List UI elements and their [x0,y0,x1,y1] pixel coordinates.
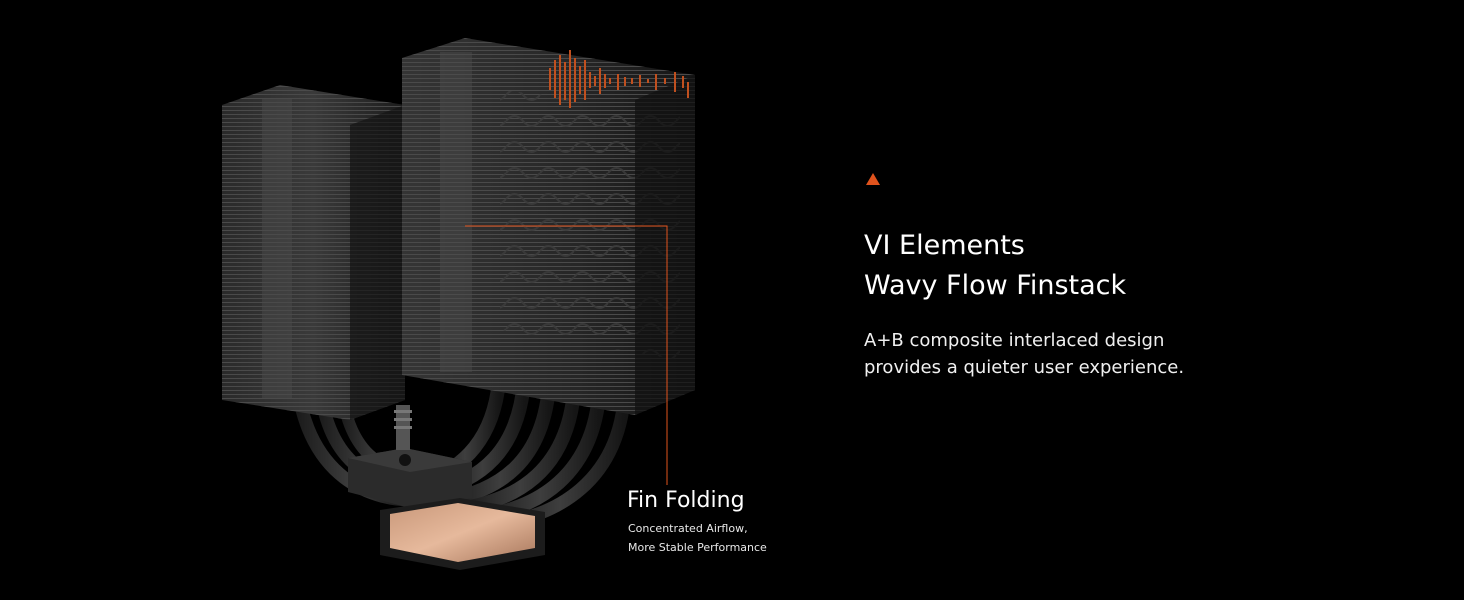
mounting-bracket [348,405,472,508]
callout-subtitle: Concentrated Airflow, More Stable Perfor… [628,519,767,557]
sound-wave-graphic [549,50,689,108]
cpu-cooler-image [222,38,695,570]
copper-base-plate [380,498,545,570]
callout-leader-line [465,225,668,485]
feature-description-line-2: provides a quieter user experience. [864,357,1185,378]
callout-subtitle-line-1: Concentrated Airflow, [628,522,748,535]
left-fin-tower [222,85,405,420]
feature-title-line-2: Wavy Flow Finstack [864,270,1127,301]
callout-subtitle-line-2: More Stable Performance [628,541,767,554]
callout-title: Fin Folding [627,488,745,513]
feature-description-line-1: A+B composite interlaced design [864,330,1165,351]
triangle-up-icon [866,173,880,185]
feature-title-line-1: VI Elements [864,230,1025,261]
feature-description: A+B composite interlaced design provides… [864,327,1184,381]
feature-title: VI Elements Wavy Flow Finstack [864,226,1126,306]
